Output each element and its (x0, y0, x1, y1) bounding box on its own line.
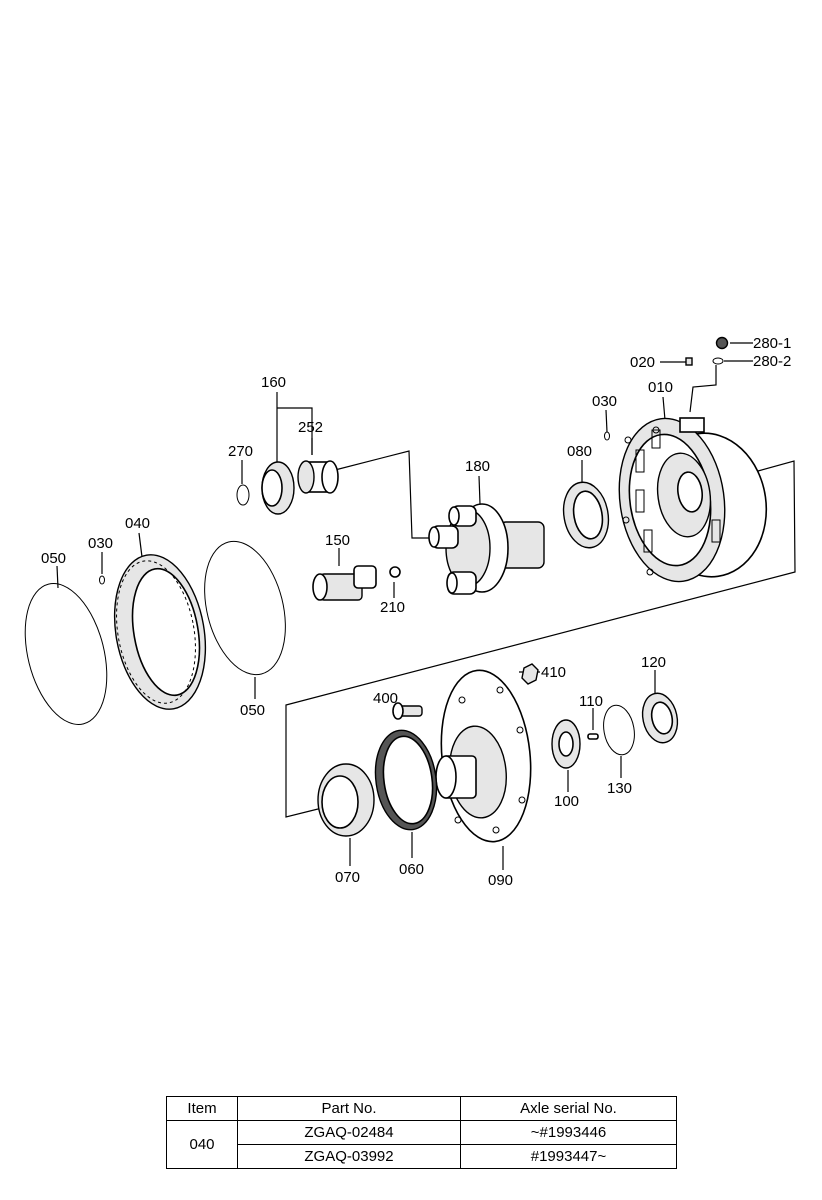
oring-050-left-icon (24, 583, 108, 725)
label-080: 080 (567, 443, 592, 460)
label-100: 100 (554, 793, 579, 810)
spindle-090-icon (435, 669, 532, 843)
label-110: 110 (579, 693, 603, 710)
seal-060-icon (374, 729, 438, 831)
header-part-no: Part No. (237, 1096, 461, 1121)
cover-120-icon (641, 692, 679, 744)
oring-280-2-icon (712, 357, 724, 365)
label-252: 252 (298, 419, 323, 436)
snap-ring-270-icon (236, 484, 250, 506)
ring-030-upper-icon (604, 431, 610, 441)
planet-gear-160-icon (261, 461, 295, 515)
label-160: 160 (261, 374, 286, 391)
label-030-upper: 030 (592, 393, 617, 410)
plug-280-1-icon (715, 336, 729, 350)
label-050-right: 050 (240, 702, 265, 719)
label-030-lower: 030 (88, 535, 113, 552)
label-070: 070 (335, 869, 360, 886)
label-130: 130 (607, 780, 632, 797)
label-020: 020 (630, 354, 655, 371)
bearing-070-icon (317, 763, 375, 837)
parts-serial-table: Item Part No. Axle serial No. 040 ZGAQ-0… (166, 1096, 677, 1169)
bolt-400-icon (392, 702, 423, 720)
planet-carrier-180-icon (428, 503, 545, 595)
part-labels: 280-1 280-2 020 010 030 080 160 252 270 … (41, 335, 791, 889)
ball-210-icon (389, 566, 401, 578)
item-cell: 040 (166, 1120, 238, 1169)
pin-110-icon (587, 733, 599, 740)
label-280-2: 280-2 (753, 353, 791, 370)
table-row: 040 ZGAQ-02484 ~#1993446 (166, 1120, 677, 1169)
part-no-cell: ZGAQ-03992 (237, 1144, 461, 1169)
label-270: 270 (228, 443, 253, 460)
ring-030-lower-icon (99, 575, 105, 585)
label-400: 400 (373, 690, 398, 707)
table-row: ZGAQ-03992 #1993447~ (167, 1144, 677, 1169)
plug-020-icon (685, 357, 693, 366)
label-210: 210 (380, 599, 405, 616)
serial-cell: ~#1993446 (460, 1120, 677, 1145)
label-410: 410 (541, 664, 566, 681)
hub-housing-010-icon (618, 417, 768, 583)
header-item: Item (166, 1096, 238, 1121)
label-040: 040 (125, 515, 150, 532)
serial-cell: #1993447~ (460, 1144, 677, 1169)
washer-100-icon (551, 719, 581, 769)
seal-080-icon (562, 481, 610, 549)
bearing-252-icon (297, 460, 339, 494)
label-180: 180 (465, 458, 490, 475)
table-header-row: Item Part No. Axle serial No. (166, 1096, 677, 1121)
part-no-cell: ZGAQ-02484 (237, 1120, 461, 1145)
label-060: 060 (399, 861, 424, 878)
label-120: 120 (641, 654, 666, 671)
ring-gear-040-icon (113, 554, 207, 710)
label-150: 150 (325, 532, 350, 549)
label-010: 010 (648, 379, 673, 396)
oring-130-icon (603, 704, 635, 756)
bolt-410-icon (521, 663, 539, 685)
header-axle-serial: Axle serial No. (460, 1096, 677, 1121)
shaft-150-icon (312, 565, 377, 601)
oring-050-right-icon (204, 540, 286, 676)
label-050-left: 050 (41, 550, 66, 567)
label-280-1: 280-1 (753, 335, 791, 352)
label-090: 090 (488, 872, 513, 889)
